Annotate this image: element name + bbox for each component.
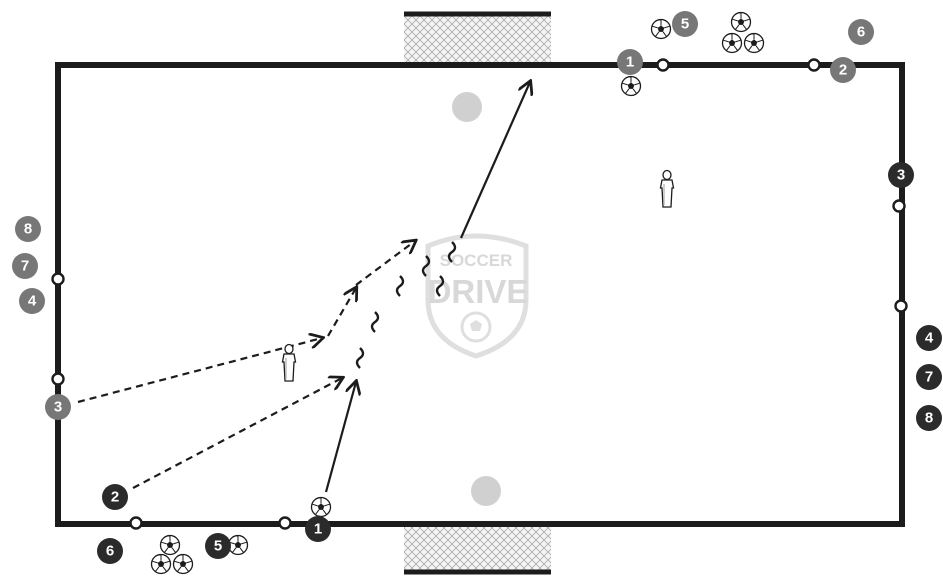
- soccer-ball-icon: [622, 77, 641, 96]
- grey-player-5: 5: [672, 11, 698, 37]
- dribble-arrow-2: [133, 378, 342, 488]
- grey-player-6: 6: [848, 19, 874, 45]
- grey-team: 1 2 3 4 5 6 7 8: [12, 11, 874, 420]
- dribble-squiggle-3: [397, 276, 403, 296]
- svg-text:6: 6: [857, 24, 865, 41]
- cone-marker-icon: [280, 518, 291, 529]
- top-target-zone-icon: [452, 92, 482, 122]
- grey-player-1: 1: [617, 49, 643, 75]
- grey-player-3: 3: [45, 394, 71, 420]
- dark-player-7: 7: [916, 364, 942, 390]
- cone-marker-icon: [658, 60, 669, 71]
- soccer-ball-icon: [161, 536, 180, 555]
- grey-player-8: 8: [15, 216, 41, 242]
- mannequin-icon: [661, 171, 674, 208]
- soccer-ball-icon: [152, 555, 171, 574]
- svg-text:8: 8: [925, 410, 933, 427]
- dribble-arrow-3b: [328, 288, 356, 336]
- soccer-ball-icon: [745, 34, 764, 53]
- grey-player-4: 4: [19, 288, 45, 314]
- soccer-ball-icon: [652, 20, 671, 39]
- dribble-squiggle-2: [372, 312, 378, 332]
- cone-marker-icon: [53, 274, 64, 285]
- dribble-arrow-3c: [356, 241, 415, 285]
- cone-marker-icon: [896, 301, 907, 312]
- top-goal-net-icon: [404, 14, 551, 64]
- bottom-goal-net-icon: [404, 524, 551, 572]
- grey-player-7: 7: [12, 253, 38, 279]
- dark-player-5: 5: [205, 533, 231, 559]
- pass-arrow-1: [326, 382, 356, 492]
- soccer-ball-icon: [174, 555, 193, 574]
- cone-marker-icon: [894, 201, 905, 212]
- svg-text:3: 3: [897, 167, 905, 184]
- bottom-target-zone-icon: [471, 476, 501, 506]
- dark-player-3: 3: [888, 162, 914, 188]
- grey-player-2: 2: [830, 57, 856, 83]
- dribble-squiggle-1: [357, 348, 363, 368]
- svg-text:6: 6: [106, 543, 114, 560]
- mannequin-icon: [283, 345, 296, 382]
- soccer-ball-icon: [312, 498, 331, 517]
- dark-player-1: 1: [305, 516, 331, 542]
- svg-text:2: 2: [111, 489, 119, 506]
- dark-player-4: 4: [916, 325, 942, 351]
- cone-marker-icon: [131, 518, 142, 529]
- svg-text:3: 3: [54, 399, 62, 416]
- soccer-ball-icon: [732, 13, 751, 32]
- svg-text:5: 5: [214, 538, 222, 555]
- soccer-ball-icon: [723, 34, 742, 53]
- svg-text:7: 7: [925, 369, 933, 386]
- svg-text:4: 4: [925, 330, 934, 347]
- svg-text:1: 1: [626, 54, 634, 71]
- svg-text:1: 1: [314, 521, 322, 538]
- soccer-ball-icon: [229, 536, 248, 555]
- dark-player-2: 2: [102, 484, 128, 510]
- svg-text:4: 4: [28, 293, 37, 310]
- cone-marker-icon: [809, 60, 820, 71]
- soccer-drive-logo: SOCCER DRIVE: [428, 236, 529, 356]
- dark-player-6: 6: [97, 538, 123, 564]
- svg-text:5: 5: [681, 16, 689, 33]
- svg-text:2: 2: [839, 62, 847, 79]
- dark-player-8: 8: [916, 405, 942, 431]
- svg-text:7: 7: [21, 258, 29, 275]
- svg-text:8: 8: [24, 221, 32, 238]
- cone-marker-icon: [53, 374, 64, 385]
